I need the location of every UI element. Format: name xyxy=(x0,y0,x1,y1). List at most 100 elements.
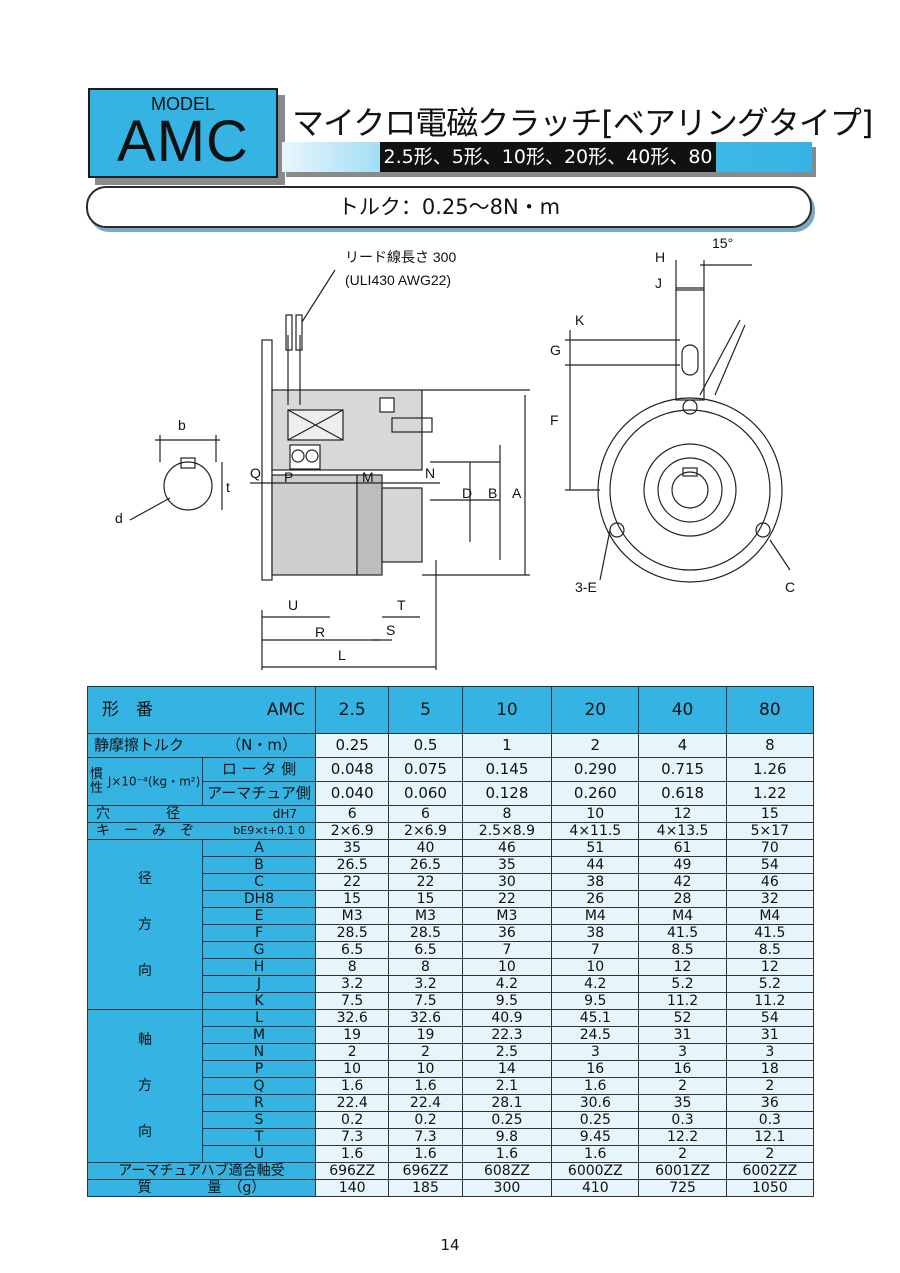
table-cell: 1.22 xyxy=(725,781,815,806)
table-cell: 5.2 xyxy=(638,975,727,993)
table-cell: 38 xyxy=(551,924,640,942)
table-cell: 32.6 xyxy=(314,1009,390,1027)
table-cell: 15 xyxy=(725,805,815,823)
table-cell: 0.3 xyxy=(638,1111,727,1129)
dimension-key: P xyxy=(202,1060,316,1078)
dim-b-key: b xyxy=(178,417,186,433)
table-cell: 11.2 xyxy=(638,992,727,1010)
table-cell: 16 xyxy=(551,1060,640,1078)
table-cell: 725 xyxy=(638,1179,727,1197)
table-cell: 2.5×8.9 xyxy=(461,822,553,840)
dimension-key: G xyxy=(202,941,316,959)
key-label-text: キ ー み ぞ xyxy=(96,823,194,839)
dim-k: K xyxy=(575,312,585,328)
dim-d-bore: D xyxy=(462,485,472,501)
table-cell: 12 xyxy=(725,958,815,976)
table-cell: 31 xyxy=(638,1026,727,1044)
torque-unit: （N・m） xyxy=(226,736,297,754)
dim-m: M xyxy=(362,469,374,485)
table-cell: 4.2 xyxy=(551,975,640,993)
table-cell: 14 xyxy=(461,1060,553,1078)
table-cell: 35 xyxy=(638,1094,727,1112)
bearing-row: アーマチュアハブ適合軸受 696ZZ 696ZZ 608ZZ 6000ZZ 60… xyxy=(87,1162,815,1180)
dimension-drawing: リード線長さ 300 (ULI430 AWG22) 15° H J K G F … xyxy=(115,235,795,670)
table-cell: 9.5 xyxy=(461,992,553,1010)
table-cell: 70 xyxy=(725,839,815,857)
col-header: 10 xyxy=(461,686,553,734)
table-cell: 51 xyxy=(551,839,640,857)
table-cell: 36 xyxy=(725,1094,815,1112)
dim-u: U xyxy=(288,597,298,613)
torque-label-text: 静摩擦トルク xyxy=(94,736,185,754)
dim-t: t xyxy=(226,479,230,495)
table-cell: 6 xyxy=(314,805,390,823)
table-cell: 0.3 xyxy=(725,1111,815,1129)
table-cell: 608ZZ xyxy=(461,1162,553,1180)
table-cell: 0.25 xyxy=(551,1111,640,1129)
table-cell: 38 xyxy=(551,873,640,891)
table-cell: 19 xyxy=(388,1026,463,1044)
table-cell: 1.6 xyxy=(314,1145,390,1163)
table-cell: 15 xyxy=(314,890,390,908)
table-cell: 1 xyxy=(461,733,553,758)
torque-row: 静摩擦トルク （N・m） 0.25 0.5 1 2 4 8 xyxy=(87,733,815,758)
table-cell: 2×6.9 xyxy=(314,822,390,840)
table-cell: 22 xyxy=(461,890,553,908)
table-cell: 32 xyxy=(725,890,815,908)
table-cell: 6002ZZ xyxy=(725,1162,815,1180)
table-cell: 41.5 xyxy=(638,924,727,942)
table-cell: 22.3 xyxy=(461,1026,553,1044)
table-cell: 8.5 xyxy=(725,941,815,959)
table-cell: 1.6 xyxy=(388,1077,463,1095)
dimension-key: N xyxy=(202,1043,316,1061)
table-cell: 15 xyxy=(388,890,463,908)
table-cell: 12.2 xyxy=(638,1128,727,1146)
table-cell: 0.128 xyxy=(461,781,553,806)
dimension-key: DH8 xyxy=(202,890,316,908)
table-cell: 0.5 xyxy=(388,733,463,758)
table-cell: 0.2 xyxy=(388,1111,463,1129)
table-cell: 8 xyxy=(314,958,390,976)
table-cell: 1.26 xyxy=(725,757,815,782)
table-cell: 5.2 xyxy=(725,975,815,993)
table-cell: 9.5 xyxy=(551,992,640,1010)
table-cell: 410 xyxy=(551,1179,640,1197)
table-cell: 6.5 xyxy=(388,941,463,959)
table-cell: 22 xyxy=(388,873,463,891)
table-cell: 30 xyxy=(461,873,553,891)
mass-row: 質 量 （g） 140 185 300 410 725 1050 xyxy=(87,1179,815,1197)
table-cell: 0.25 xyxy=(461,1111,553,1129)
table-cell: 2.1 xyxy=(461,1077,553,1095)
dimension-key: S xyxy=(202,1111,316,1129)
bore-symbol: dH7 xyxy=(272,807,297,821)
table-cell: 2 xyxy=(725,1077,815,1095)
axial-group-char: 向 xyxy=(138,1124,152,1140)
dimension-key: R xyxy=(202,1094,316,1112)
dim-c: C xyxy=(785,579,795,595)
table-cell: 52 xyxy=(638,1009,727,1027)
table-cell: 46 xyxy=(725,873,815,891)
table-cell: 7.5 xyxy=(388,992,463,1010)
table-cell: 140 xyxy=(314,1179,390,1197)
table-cell: 44 xyxy=(551,856,640,874)
table-cell: M4 xyxy=(725,907,815,925)
table-cell: 3 xyxy=(551,1043,640,1061)
lead-wire-spec: (ULI430 AWG22) xyxy=(345,272,451,288)
header-model-text: AMC xyxy=(266,700,305,720)
table-cell: 6.5 xyxy=(314,941,390,959)
dim-h: H xyxy=(655,249,665,265)
bearing-label: アーマチュアハブ適合軸受 xyxy=(87,1162,316,1180)
table-cell: 0.075 xyxy=(388,757,463,782)
table-cell: 2 xyxy=(638,1077,727,1095)
torque-label: 静摩擦トルク （N・m） xyxy=(87,733,316,758)
dimension-key: H xyxy=(202,958,316,976)
table-cell: 12 xyxy=(638,805,727,823)
table-cell: 22 xyxy=(314,873,390,891)
dimension-key: J xyxy=(202,975,316,993)
table-cell: 0.715 xyxy=(638,757,727,782)
